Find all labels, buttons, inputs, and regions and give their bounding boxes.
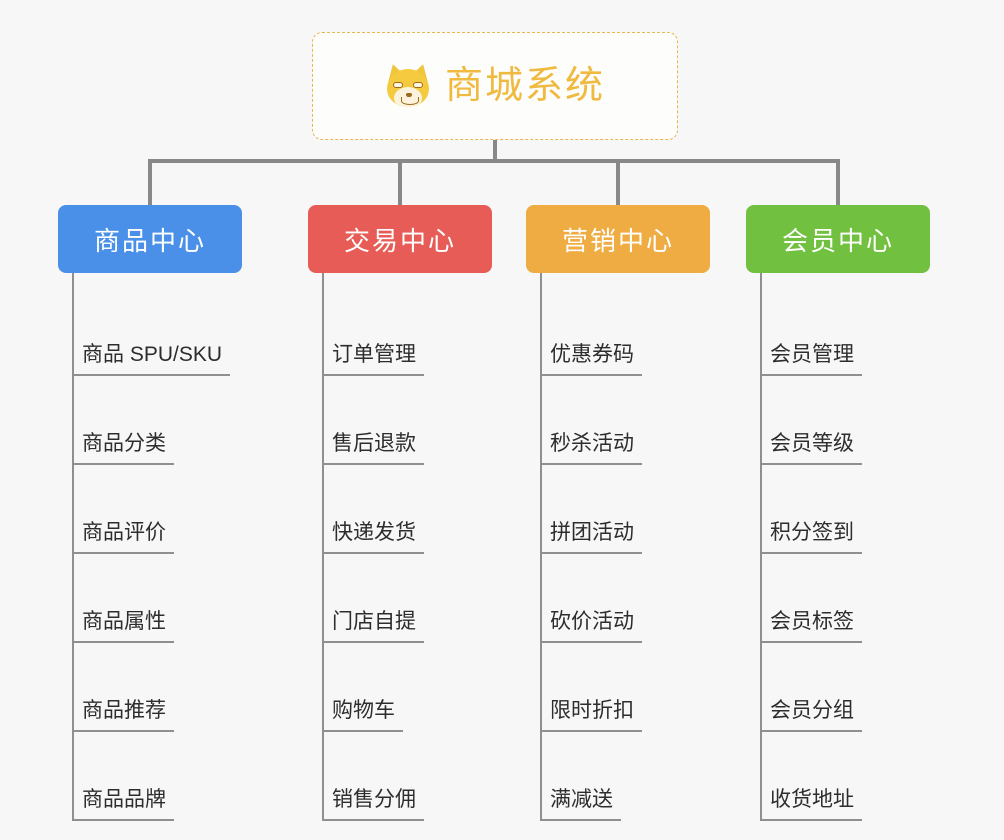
leaf-item[interactable]: 会员分组 [746, 643, 930, 732]
leaf-item-label: 商品推荐 [74, 700, 174, 732]
category-label: 商品中心 [93, 225, 206, 256]
shiba-dog-face-icon [384, 61, 432, 109]
trunk-line-marketing-center [540, 273, 542, 821]
leaf-item-label: 满减送 [542, 789, 621, 821]
trunk-line-member-center [760, 273, 762, 821]
connector-drop-member-center [836, 159, 840, 205]
leaf-item-label: 积分签到 [762, 522, 862, 554]
leaf-item-label: 商品评价 [74, 522, 174, 554]
root-node[interactable]: 商城系统 [312, 32, 678, 140]
leaf-item-label: 购物车 [324, 700, 403, 732]
trunk-line-product-center [72, 273, 74, 821]
leaf-list-product-center: 商品 SPU/SKU 商品分类商品评价商品属性商品推荐商品品牌 [58, 273, 242, 821]
leaf-item[interactable]: 优惠券码 [526, 287, 710, 376]
leaf-item[interactable]: 商品推荐 [58, 643, 242, 732]
leaf-item[interactable]: 拼团活动 [526, 465, 710, 554]
leaf-item-label: 商品属性 [74, 611, 174, 643]
leaf-item[interactable]: 砍价活动 [526, 554, 710, 643]
category-header-product-center[interactable]: 商品中心 [58, 205, 242, 273]
leaf-item[interactable]: 商品品牌 [58, 732, 242, 821]
category-label: 营销中心 [561, 225, 674, 256]
leaf-item[interactable]: 快递发货 [308, 465, 492, 554]
leaf-item[interactable]: 订单管理 [308, 287, 492, 376]
column-member-center: 会员中心会员管理会员等级积分签到会员标签会员分组收货地址 [746, 205, 930, 821]
connector-drop-product-center [148, 159, 152, 205]
connector-root-stem [493, 140, 497, 162]
leaf-item[interactable]: 商品评价 [58, 465, 242, 554]
leaf-list-marketing-center: 优惠券码秒杀活动拼团活动砍价活动限时折扣满减送 [526, 273, 710, 821]
trunk-line-trade-center [322, 273, 324, 821]
category-label: 交易中心 [343, 225, 456, 256]
leaf-item-label: 收货地址 [762, 789, 862, 821]
connector-drop-trade-center [398, 159, 402, 205]
leaf-item-label: 售后退款 [324, 433, 424, 465]
leaf-item-label: 快递发货 [324, 522, 424, 554]
leaf-item[interactable]: 会员管理 [746, 287, 930, 376]
leaf-item-label: 秒杀活动 [542, 433, 642, 465]
leaf-item-label: 会员标签 [762, 611, 862, 643]
leaf-item[interactable]: 秒杀活动 [526, 376, 710, 465]
page-title: 商城系统 [444, 65, 605, 107]
leaf-item[interactable]: 限时折扣 [526, 643, 710, 732]
column-trade-center: 交易中心订单管理售后退款快递发货门店自提购物车销售分佣 [308, 205, 492, 821]
category-label: 会员中心 [781, 225, 894, 256]
category-header-trade-center[interactable]: 交易中心 [308, 205, 492, 273]
leaf-list-member-center: 会员管理会员等级积分签到会员标签会员分组收货地址 [746, 273, 930, 821]
leaf-item-label: 砍价活动 [542, 611, 642, 643]
leaf-item[interactable]: 购物车 [308, 643, 492, 732]
leaf-item[interactable]: 会员等级 [746, 376, 930, 465]
category-header-marketing-center[interactable]: 营销中心 [526, 205, 710, 273]
leaf-item-label: 商品分类 [74, 433, 174, 465]
leaf-item-label: 销售分佣 [324, 789, 424, 821]
leaf-list-trade-center: 订单管理售后退款快递发货门店自提购物车销售分佣 [308, 273, 492, 821]
leaf-item-label: 会员管理 [762, 344, 862, 376]
connector-drop-marketing-center [616, 159, 620, 205]
leaf-item[interactable]: 收货地址 [746, 732, 930, 821]
leaf-item[interactable]: 门店自提 [308, 554, 492, 643]
leaf-item[interactable]: 商品 SPU/SKU [58, 287, 242, 376]
category-header-member-center[interactable]: 会员中心 [746, 205, 930, 273]
connector-horizontal-bus [148, 159, 840, 163]
leaf-item[interactable]: 商品属性 [58, 554, 242, 643]
leaf-item[interactable]: 会员标签 [746, 554, 930, 643]
leaf-item[interactable]: 售后退款 [308, 376, 492, 465]
leaf-item-label: 商品 SPU/SKU [74, 344, 231, 376]
leaf-item-label: 限时折扣 [542, 700, 642, 732]
leaf-item-label: 门店自提 [324, 611, 424, 643]
leaf-item-label: 会员分组 [762, 700, 862, 732]
leaf-item-label: 商品品牌 [74, 789, 174, 821]
leaf-item[interactable]: 销售分佣 [308, 732, 492, 821]
leaf-item[interactable]: 满减送 [526, 732, 710, 821]
column-marketing-center: 营销中心优惠券码秒杀活动拼团活动砍价活动限时折扣满减送 [526, 205, 710, 821]
leaf-item-label: 订单管理 [324, 344, 424, 376]
leaf-item[interactable]: 积分签到 [746, 465, 930, 554]
leaf-item-label: 会员等级 [762, 433, 862, 465]
leaf-item-label: 拼团活动 [542, 522, 642, 554]
leaf-item[interactable]: 商品分类 [58, 376, 242, 465]
leaf-item-label: 优惠券码 [542, 344, 642, 376]
column-product-center: 商品中心商品 SPU/SKU 商品分类商品评价商品属性商品推荐商品品牌 [58, 205, 242, 821]
